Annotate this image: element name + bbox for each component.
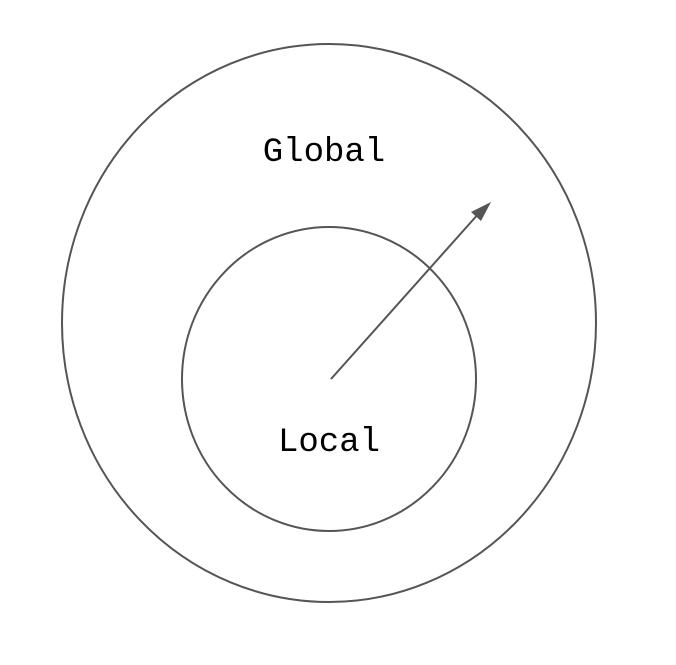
scope-arrow: [330, 211, 481, 380]
global-scope-circle: [61, 43, 597, 603]
local-label: Local: [278, 424, 380, 462]
arrow-head-icon: [471, 202, 491, 221]
global-label: Global: [263, 134, 385, 172]
local-scope-circle: [181, 226, 477, 532]
